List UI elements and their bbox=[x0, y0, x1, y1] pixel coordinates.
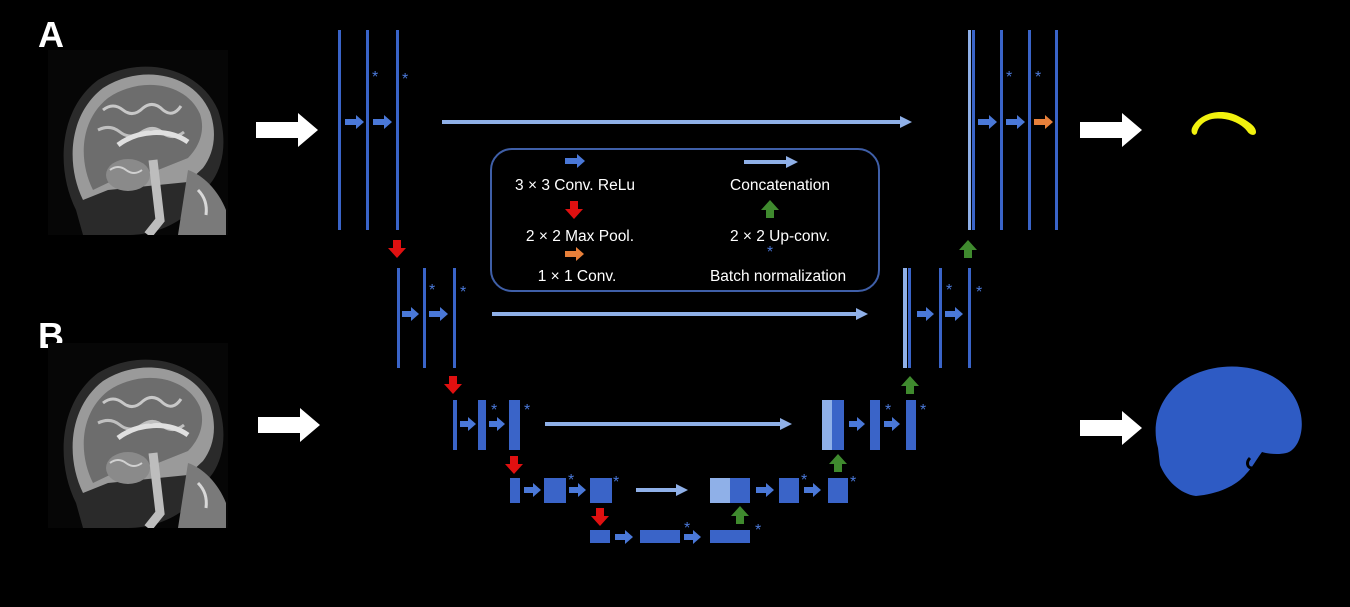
bn-marker-1: * bbox=[372, 69, 379, 86]
bn-marker-14: * bbox=[613, 474, 620, 491]
bn-marker-13: * bbox=[568, 472, 575, 489]
bn-marker-16: * bbox=[850, 474, 857, 491]
bn-marker-8: * bbox=[976, 284, 983, 301]
legend-maxpool-label: 2 × 2 Max Pool. bbox=[525, 228, 635, 245]
bn-marker-11: * bbox=[885, 402, 892, 419]
decoder-level-4 bbox=[710, 478, 848, 503]
bn-marker-7: * bbox=[946, 282, 953, 299]
bn-marker-10: * bbox=[524, 402, 531, 419]
bottleneck bbox=[590, 530, 750, 543]
oneconv-arrow-icon bbox=[1034, 115, 1053, 129]
legend-conv-label: 3 × 3 Conv. ReLu bbox=[515, 177, 635, 194]
decoder-level-3 bbox=[822, 400, 916, 450]
bn-marker-3: * bbox=[1006, 69, 1013, 86]
bn-marker-2: * bbox=[402, 71, 409, 88]
bn-marker-18: * bbox=[755, 522, 762, 539]
skip-connections bbox=[442, 116, 912, 496]
bn-marker-12: * bbox=[920, 402, 927, 419]
brain-output-icon bbox=[1155, 366, 1302, 496]
legend-batchnorm-symbol: * bbox=[766, 244, 774, 261]
input-arrow-b-icon bbox=[258, 408, 320, 442]
corpus-callosum-output-icon bbox=[1191, 112, 1256, 135]
encoder-level-4 bbox=[510, 478, 612, 503]
output-arrow-a-icon bbox=[1080, 113, 1142, 147]
bn-marker-4: * bbox=[1035, 69, 1042, 86]
encoder-level-2 bbox=[397, 268, 456, 368]
mri-input-a-icon bbox=[48, 50, 228, 235]
output-arrow-b-icon bbox=[1080, 411, 1142, 445]
white-arrows bbox=[256, 113, 1142, 445]
legend-batchnorm-label: Batch normalization bbox=[709, 268, 847, 285]
encoder-level-3 bbox=[453, 400, 520, 450]
upconv-arrows bbox=[731, 240, 977, 524]
bn-marker-9: * bbox=[491, 402, 498, 419]
bn-marker-15: * bbox=[801, 472, 808, 489]
legend-oneconv-label: 1 × 1 Conv. bbox=[537, 268, 617, 285]
encoder-level-1 bbox=[338, 30, 399, 230]
panel-label-a: A bbox=[38, 14, 64, 55]
legend-box bbox=[490, 148, 880, 292]
mri-input-b-icon bbox=[48, 343, 228, 528]
conv-arrows bbox=[345, 115, 1025, 544]
decoder-level-2 bbox=[903, 268, 971, 368]
legend-concat-label: Concatenation bbox=[730, 177, 830, 194]
legend-upconv-label: 2 × 2 Up-conv. bbox=[729, 228, 831, 245]
bn-marker-6: * bbox=[460, 284, 467, 301]
bn-marker-17: * bbox=[684, 520, 691, 537]
input-arrow-a-icon bbox=[256, 113, 318, 147]
maxpool-arrows bbox=[388, 240, 609, 526]
bn-marker-5: * bbox=[429, 282, 436, 299]
decoder-level-1 bbox=[968, 30, 1058, 230]
